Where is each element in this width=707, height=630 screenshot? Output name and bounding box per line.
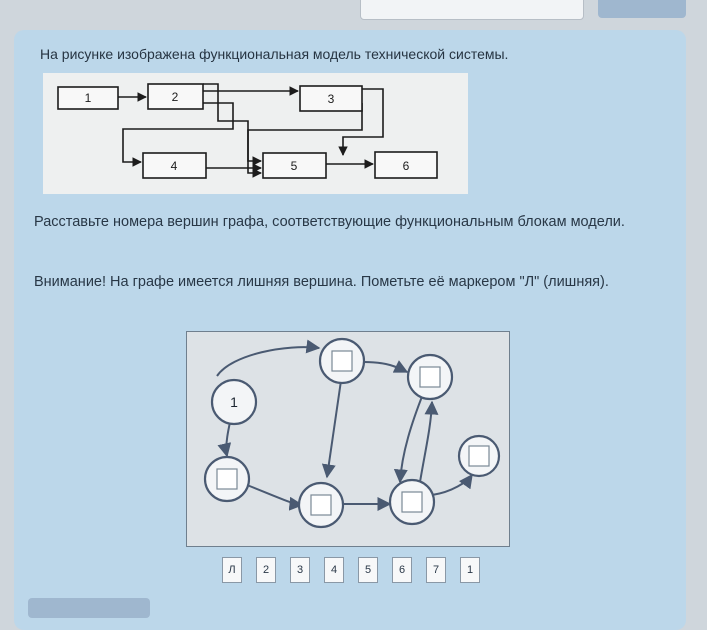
- marker-4[interactable]: 4: [324, 557, 344, 583]
- marker-extra[interactable]: Л: [222, 557, 242, 583]
- model-block-1: [57, 86, 119, 110]
- graph-node-far-right-slot[interactable]: [468, 445, 490, 467]
- question-title: На рисунке изображена функциональная мод…: [40, 46, 509, 62]
- graph-node-top-slot[interactable]: [331, 350, 353, 372]
- graph-node-given-label: 1: [230, 394, 238, 410]
- hide-button[interactable]: [598, 0, 686, 18]
- model-block-2-label: 2: [172, 90, 179, 104]
- marker-2[interactable]: 2: [256, 557, 276, 583]
- marker-5[interactable]: 5: [358, 557, 378, 583]
- model-block-6-label: 6: [403, 159, 410, 173]
- instruction-text: Расставьте номера вершин графа, соответс…: [34, 214, 625, 230]
- marker-3[interactable]: 3: [290, 557, 310, 583]
- graph-node-left-slot[interactable]: [216, 468, 238, 490]
- model-block-1-label: 1: [85, 91, 92, 105]
- bottom-button[interactable]: [28, 598, 150, 618]
- graph-area: 1: [186, 331, 510, 547]
- marker-7[interactable]: 7: [426, 557, 446, 583]
- top-toolbar: [0, 0, 707, 22]
- marker-palette: Л 2 3 4 5 6 7 1: [222, 557, 480, 583]
- functional-model-diagram: 1 2 3 4 5 6: [43, 73, 468, 194]
- model-block-6: [374, 151, 438, 179]
- model-block-2: [147, 83, 204, 110]
- model-block-3-label: 3: [328, 92, 335, 106]
- model-block-3: [299, 85, 363, 112]
- graph-node-bottom-middle-slot[interactable]: [310, 494, 332, 516]
- graph-node-bottom-right-slot[interactable]: [401, 491, 423, 513]
- model-block-5: [262, 152, 327, 179]
- graph-node-given: [210, 378, 258, 426]
- top-left-button[interactable]: [360, 0, 584, 20]
- model-block-4: [142, 152, 207, 179]
- marker-6[interactable]: 6: [392, 557, 412, 583]
- marker-1[interactable]: 1: [460, 557, 480, 583]
- model-block-5-label: 5: [291, 159, 298, 173]
- warning-text: Внимание! На графе имеется лишняя вершин…: [34, 274, 609, 290]
- model-block-4-label: 4: [171, 159, 178, 173]
- graph-node-top-right-slot[interactable]: [419, 366, 441, 388]
